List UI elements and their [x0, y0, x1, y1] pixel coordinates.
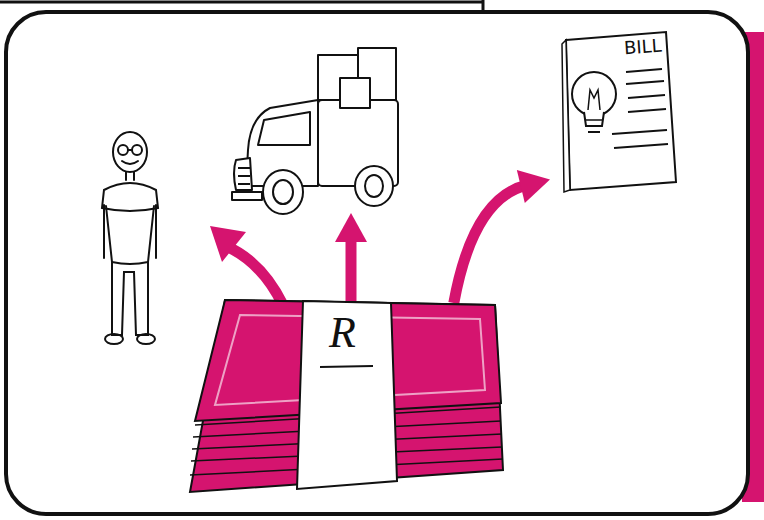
spending-arrow — [454, 170, 550, 303]
outer-frame — [6, 12, 748, 514]
money-stack: R — [185, 285, 505, 495]
currency-symbol: R — [329, 307, 356, 358]
person-figure — [102, 132, 158, 344]
arrow-shaft — [454, 185, 527, 303]
bill-document-outline — [548, 22, 683, 197]
spending-arrow — [210, 213, 367, 305]
arrow-head — [517, 170, 550, 203]
bill-heading: BILL — [623, 35, 662, 59]
frame-line — [0, 1, 483, 4]
bill-document: BILL — [548, 22, 683, 197]
truck-drawing — [232, 48, 398, 214]
